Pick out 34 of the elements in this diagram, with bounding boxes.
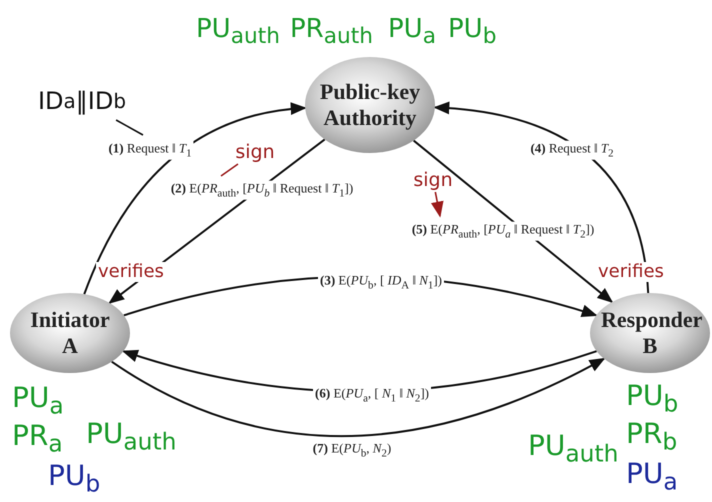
node-label: Public-key Authority xyxy=(318,78,422,132)
leader-line xyxy=(430,192,444,218)
ellipse-node xyxy=(590,293,710,373)
node-label: Initiator A xyxy=(29,306,111,360)
arrow xyxy=(83,102,307,295)
handwritten-note: PU$_{b}$ xyxy=(448,16,496,48)
leader-line xyxy=(116,119,144,136)
ellipse-node xyxy=(10,293,130,373)
arrow xyxy=(413,140,614,304)
handwritten-note: verifies xyxy=(96,262,166,282)
edge-label: (2) E(PR$_{auth}$, [PU$_{b}$ ‖ Request ‖ T$_{1}$]) xyxy=(168,180,356,200)
edge-label: (5) E(PR$_{auth}$, [PU$_{a}$ ‖ Request ‖ T$_{2}$]) xyxy=(410,222,596,240)
handwritten-note: PR$_{a}$ xyxy=(12,422,63,456)
arrow xyxy=(111,358,606,438)
handwritten-note: sign xyxy=(232,140,278,164)
edge-label: (4) Request ‖ T$_{2}$ xyxy=(528,140,616,160)
edge-label: (6) E(PU$_{a}$, [ N$_{1}$ ‖ N$_{2}$]) xyxy=(313,386,431,404)
handwritten-note: sign xyxy=(410,168,456,192)
handwritten-note: verifies xyxy=(596,262,666,282)
handwritten-note: PU$_{auth}$ xyxy=(528,432,618,466)
handwritten-note: PU$_{a}$ xyxy=(626,460,678,494)
handwritten-note: PU$_{b}$ xyxy=(626,382,678,416)
edge-label: (7) E(PU$_{b}$, N$_{2}$) xyxy=(310,440,394,460)
handwritten-note: PR$_{b}$ xyxy=(626,420,678,454)
leader-line xyxy=(220,163,238,177)
edge-label: (3) E(PU$_{b}$, [ ID$_{A}$ ‖ N$_{1}$]) xyxy=(318,272,444,292)
handwritten-note: PU$_{a}$ xyxy=(388,16,436,48)
edge-label: (1) Request ‖ T$_{1}$ xyxy=(106,140,194,160)
handwritten-note: PU$_{b}$ xyxy=(48,462,100,496)
handwritten-note: PR$_{auth}$ xyxy=(290,16,373,48)
ellipse-node xyxy=(305,57,435,153)
handwritten-note: PU$_{auth}$ xyxy=(86,420,176,454)
handwritten-note: PU$_{a}$ xyxy=(12,384,64,418)
handwritten-note: PU$_{auth}$ xyxy=(196,16,280,48)
